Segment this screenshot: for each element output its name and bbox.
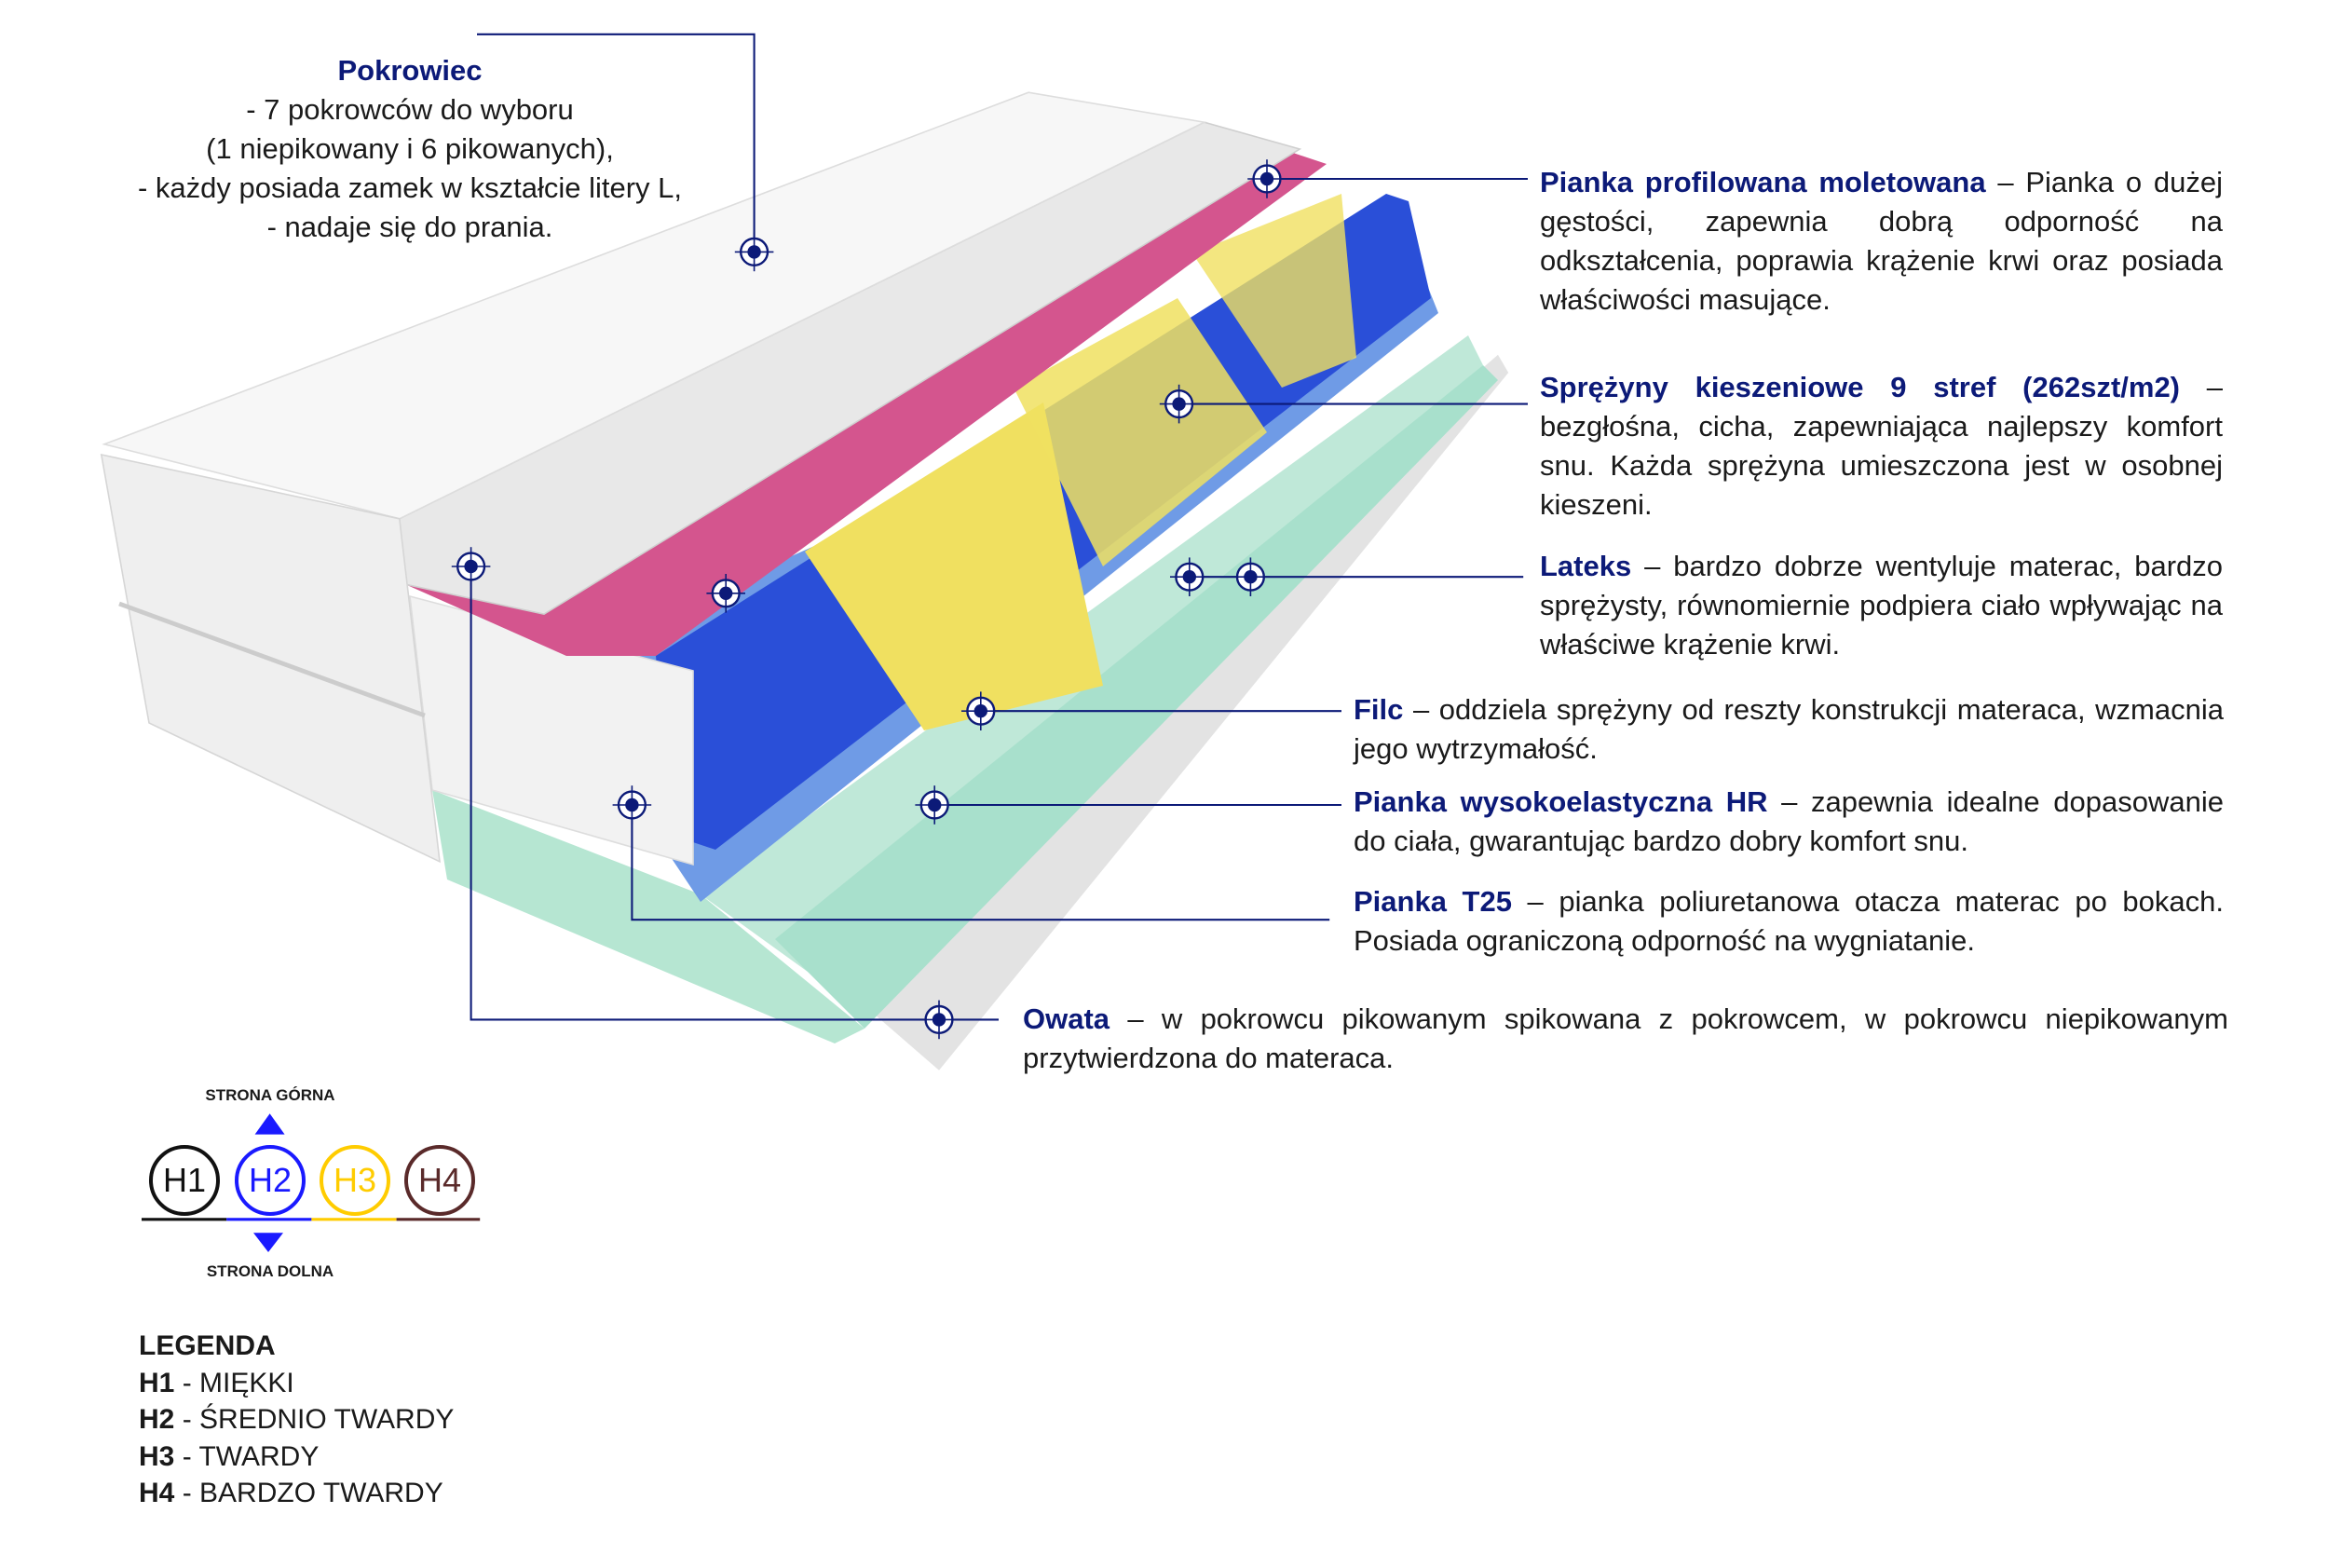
callout-profiled-foam: Pianka profilowana moletowana – Pianka o…: [1540, 163, 2223, 320]
cover-line: - nadaje się do prania.: [266, 211, 553, 243]
layer-name: Filc: [1354, 693, 1404, 726]
target-marker-icon: [706, 574, 746, 613]
layer-desc: – pianka poliuretanowa otacza materac po…: [1354, 885, 2224, 957]
callout-wadding: Owata – w pokrowcu pikowanym spikowana z…: [1023, 1000, 2228, 1078]
layer-name: Owata: [1023, 1002, 1110, 1035]
callout-latex: Lateks – bardzo dobrze wentyluje materac…: [1540, 547, 2223, 664]
legend-item: H4 - BARDZO TWARDY: [139, 1478, 443, 1508]
callout-hr-foam: Pianka wysokoelastyczna HR – zapewnia id…: [1354, 783, 2224, 861]
callout-t25-foam: Pianka T25 – pianka poliuretanowa otacza…: [1354, 882, 2224, 961]
target-marker-icon: [1170, 557, 1209, 597]
target-marker-icon: [451, 547, 491, 586]
top-side-label: STRONA GÓRNA: [205, 1086, 335, 1104]
hardness-h1-badge: H1: [149, 1145, 220, 1216]
target-marker-icon: [1247, 159, 1287, 198]
cover-callout: Pokrowiec - 7 pokrowców do wyboru (1 nie…: [112, 51, 708, 247]
target-marker-icon: [1231, 557, 1271, 597]
layer-desc: – Pianka o dużej gęstości, zapewnia dobr…: [1540, 166, 2223, 316]
arrow-down-icon: [253, 1233, 283, 1252]
layer-desc: – w pokrowcu pikowanym spikowana z pokro…: [1023, 1002, 2228, 1074]
bottom-side-label: STRONA DOLNA: [206, 1262, 334, 1280]
target-marker-icon: [734, 232, 774, 272]
legend-item: H3 - TWARDY: [139, 1440, 320, 1472]
layer-desc: – oddziela sprężyny od reszty konstrukcj…: [1354, 693, 2224, 765]
cover-line: (1 niepikowany i 6 pikowanych),: [206, 132, 614, 165]
legend-item: H2 - ŚREDNIO TWARDY: [139, 1404, 455, 1435]
callout-pocket-springs: Sprężyny kieszeniowe 9 stref (262szt/m2)…: [1540, 368, 2223, 525]
legend: LEGENDA H1 - MIĘKKI H2 - ŚREDNIO TWARDY …: [139, 1328, 454, 1512]
layer-desc: – zapewnia idealne dopasowanie do ciała,…: [1354, 785, 2224, 857]
layer-name: Sprężyny kieszeniowe 9 stref (262szt/m2): [1540, 371, 2181, 403]
target-marker-icon: [1159, 384, 1199, 424]
cover-line: - każdy posiada zamek w kształcie litery…: [137, 171, 683, 204]
hardness-h4-badge: H4: [404, 1145, 475, 1216]
target-marker-icon: [961, 691, 1001, 731]
callout-felt: Filc – oddziela sprężyny od reszty konst…: [1354, 690, 2224, 769]
hardness-h2-badge: H2: [235, 1145, 306, 1216]
hardness-h3-badge: H3: [320, 1145, 390, 1216]
layer-desc: – bezgłośna, cicha, zapewniająca najleps…: [1540, 371, 2224, 521]
legend-item: H1 - MIĘKKI: [139, 1367, 294, 1398]
target-marker-icon: [612, 785, 652, 825]
cover-title: Pokrowiec: [337, 54, 483, 87]
layer-name: Pianka T25: [1354, 885, 1512, 918]
cover-top: [102, 91, 1207, 520]
cover-line: - 7 pokrowców do wyboru: [246, 93, 574, 126]
layer-desc: – bardzo dobrze wentyluje materac, bardz…: [1540, 550, 2223, 661]
layer-name: Pianka profilowana moletowana: [1540, 166, 1986, 198]
legend-title: LEGENDA: [139, 1330, 276, 1361]
layer-name: Lateks: [1540, 550, 1632, 582]
target-marker-icon: [919, 1000, 959, 1040]
arrow-up-icon: [254, 1113, 285, 1135]
target-marker-icon: [915, 785, 955, 825]
layer-name: Pianka wysokoelastyczna HR: [1354, 785, 1768, 818]
